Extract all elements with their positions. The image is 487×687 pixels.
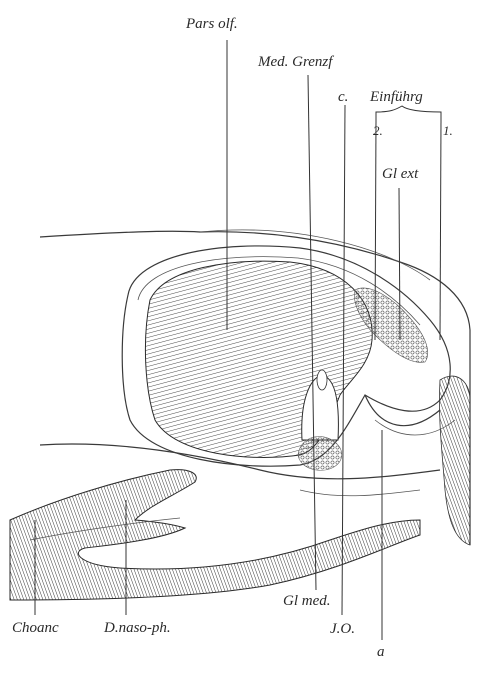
gl-med-gland bbox=[298, 436, 342, 470]
leader-1 bbox=[440, 120, 441, 340]
label-gl-ext: Gl ext bbox=[382, 166, 419, 182]
label-c: c. bbox=[338, 89, 348, 105]
label-choanc: Choanc bbox=[12, 620, 59, 636]
label-d-naso-ph: D.naso-ph. bbox=[103, 620, 171, 636]
label-jo: J.O. bbox=[330, 621, 355, 637]
label-med-grenzf: Med. Grenzf bbox=[257, 54, 334, 70]
label-1: 1. bbox=[443, 123, 453, 138]
label-gl-med: Gl med. bbox=[283, 593, 331, 609]
label-pars-olf: Pars olf. bbox=[185, 16, 238, 32]
einfuhrg-brace bbox=[376, 106, 441, 122]
label-a: a bbox=[377, 644, 385, 660]
label-2: 2. bbox=[373, 123, 383, 138]
label-einfuhrg: Einführg bbox=[369, 89, 423, 105]
naso-pharyngeal-duct bbox=[10, 470, 420, 600]
